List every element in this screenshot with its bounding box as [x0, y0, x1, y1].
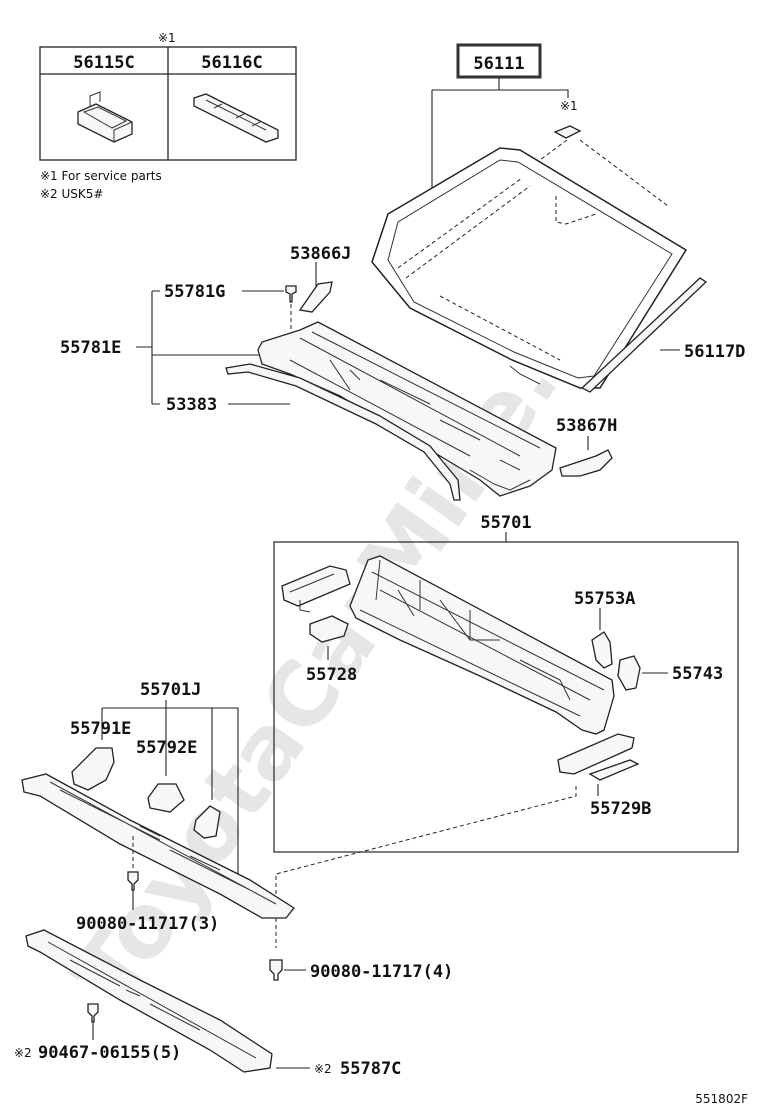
table-col-56115C: 56115C	[73, 53, 134, 73]
label-55728[interactable]: 55728	[306, 665, 357, 685]
label-55791E[interactable]: 55791E	[70, 719, 131, 739]
label-90467-06155-5[interactable]: 90467-06155(5)	[38, 1043, 181, 1063]
part-55729B-drawing	[557, 733, 640, 781]
group-box-55701	[273, 541, 739, 853]
label-56111-mark: ※1	[560, 99, 578, 113]
label-90080-11717-3[interactable]: 90080-11717(3)	[76, 914, 219, 934]
table-mark: ※1	[158, 31, 176, 45]
label-55781G[interactable]: 55781G	[164, 282, 225, 302]
label-55781E[interactable]: 55781E	[60, 338, 121, 358]
part-56115C-drawing	[77, 91, 133, 143]
cowl-panel-55701-drawing	[349, 555, 615, 735]
label-55701[interactable]: 55701	[480, 513, 531, 533]
label-55729B[interactable]: 55729B	[590, 799, 651, 819]
bolt-90467-icon	[87, 1003, 99, 1023]
label-55787C[interactable]: 55787C	[340, 1059, 401, 1079]
label-53867H[interactable]: 53867H	[556, 416, 617, 436]
service-clip-icon	[553, 125, 582, 139]
windshield-glass-drawing	[371, 147, 688, 389]
label-55787C-mark: ※2	[314, 1062, 332, 1076]
note-usk5: ※2 USK5#	[40, 187, 103, 201]
part-55792E-drawing	[147, 783, 185, 813]
bolt-90080-4-icon	[269, 959, 283, 981]
label-53866J[interactable]: 53866J	[290, 244, 351, 264]
label-56117D[interactable]: 56117D	[684, 342, 745, 362]
part-55743-drawing	[617, 655, 641, 691]
bolt-90080-3-icon	[127, 871, 139, 891]
part-55753A-drawing	[591, 631, 613, 669]
note-service-parts: ※1 For service parts	[40, 169, 162, 183]
label-56111[interactable]: 56111	[473, 54, 524, 74]
part-56116C-drawing	[193, 93, 279, 143]
label-55743[interactable]: 55743	[672, 664, 723, 684]
label-55701J[interactable]: 55701J	[140, 680, 201, 700]
part-53866J-drawing	[298, 281, 333, 313]
part-55791E-drawing	[71, 747, 115, 791]
label-53383[interactable]: 53383	[166, 395, 217, 415]
part-55787C-drawing	[25, 929, 273, 1073]
moulding-56117D-drawing	[580, 277, 708, 393]
label-90467-mark: ※2	[14, 1046, 32, 1060]
label-55753A[interactable]: 55753A	[574, 589, 635, 609]
table-col-56116C: 56116C	[201, 53, 262, 73]
part-55728-drawing	[281, 565, 351, 643]
part-53867H-drawing	[559, 449, 613, 477]
label-55792E[interactable]: 55792E	[136, 738, 197, 758]
service-parts-table: ※1 56115C 56116C	[39, 31, 297, 161]
cowl-side-panel-drawing	[21, 773, 295, 919]
label-90080-11717-4[interactable]: 90080-11717(4)	[310, 962, 453, 982]
seal-53383-drawing	[225, 363, 461, 501]
diagram-code: 551802F	[695, 1092, 748, 1106]
clip-55781G-icon	[285, 285, 297, 303]
part-clip-55701J-drawing	[193, 805, 221, 839]
